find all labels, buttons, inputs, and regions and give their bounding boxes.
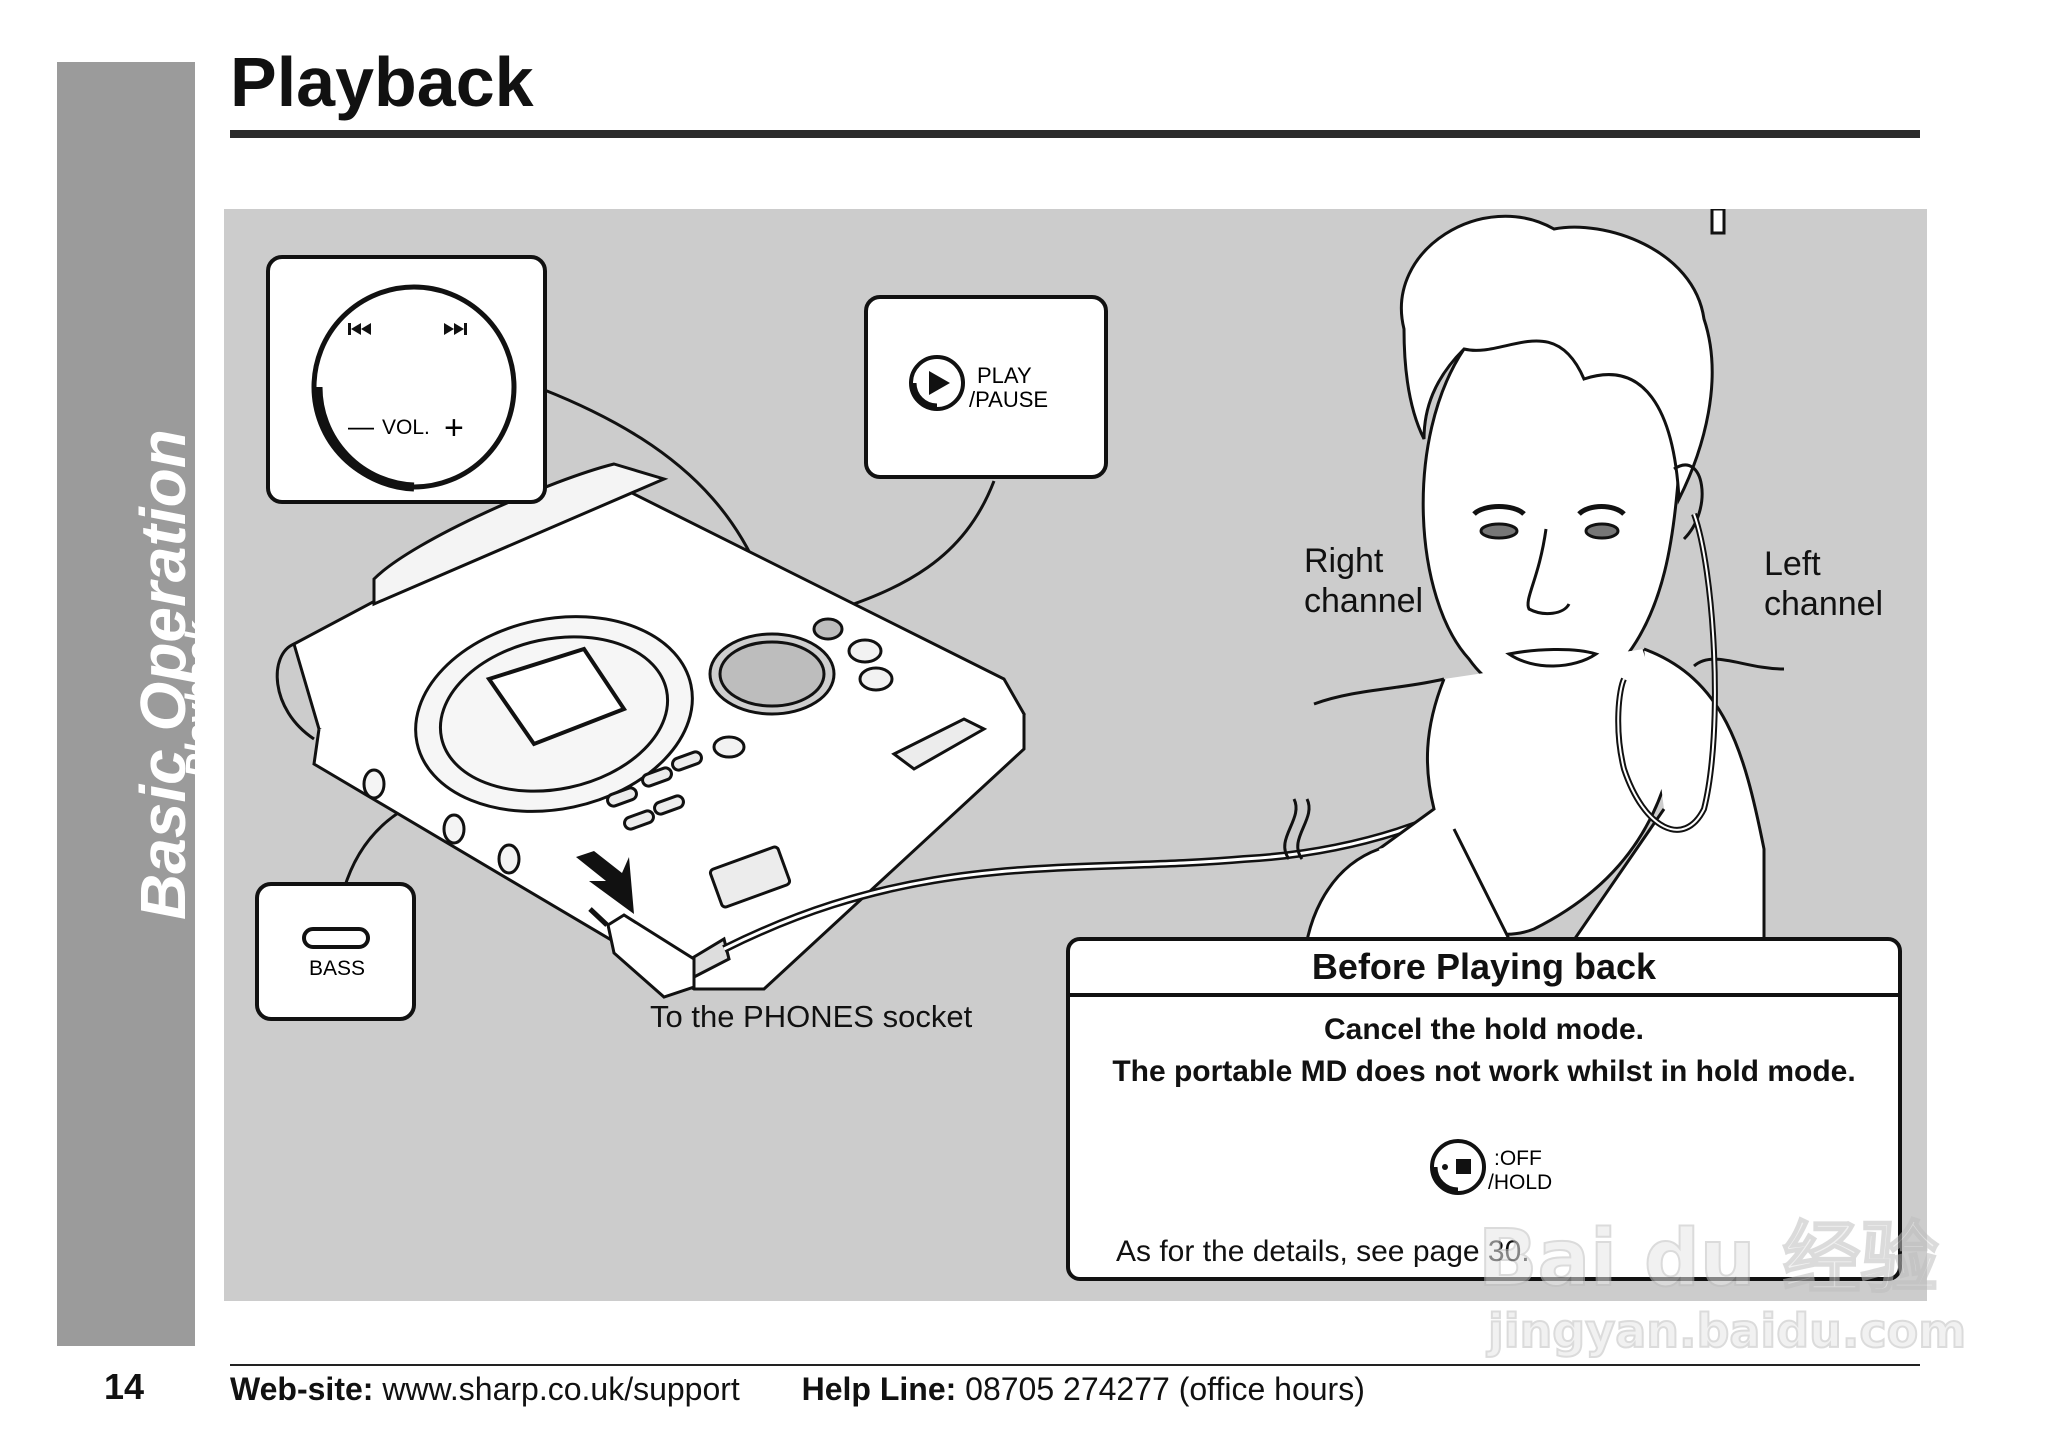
headphone-plug (588, 907, 731, 999)
baidu-watermark: Bai du 经验 jingyan.baidu.com (1477, 1148, 1967, 1378)
section-side-tab (57, 62, 195, 1346)
left-channel-line2: channel (1764, 585, 1884, 623)
before-playing-box: Before Playing back Cancel the hold mode… (1066, 937, 1902, 1281)
info-line-1: Cancel the hold mode. (1323, 1013, 1645, 1046)
website-url[interactable]: www.sharp.co.uk/support (382, 1371, 740, 1407)
left-channel-line1: Left (1764, 545, 1821, 583)
phones-socket-label: To the PHONES socket (650, 999, 973, 1034)
info-line-2: The portable MD does not work whilst in … (1112, 1055, 1856, 1088)
illustration-panel: — VOL. + PLAY /PAUSE BASS (224, 209, 1927, 1301)
socket-arrow-icon (576, 851, 634, 914)
off-label: :OFF (1494, 1147, 1542, 1170)
bass-label: BASS (309, 957, 365, 980)
bass-callout: BASS (255, 882, 416, 1021)
play-leader-line (823, 480, 996, 616)
section-subtitle: -Playback- (178, 609, 219, 790)
title-rule (230, 130, 1920, 138)
watermark-brand: Bai du 经验 (1477, 1213, 1939, 1305)
watermark-url: jingyan.baidu.com (1487, 1303, 1967, 1359)
bass-button-icon (302, 927, 370, 949)
info-footnote: As for the details, see page 30. (1116, 1235, 1530, 1268)
vol-plus-label: + (444, 409, 464, 447)
md-player-drawing (275, 462, 1026, 991)
playback-illustration: — VOL. + PLAY /PAUSE BASS (255, 209, 1785, 1021)
footer-rule (230, 1364, 1920, 1366)
skip-back-icon (348, 323, 371, 335)
listener-drawing (1302, 214, 1785, 971)
right-channel-line2: channel (1304, 582, 1424, 620)
helpline-label: Help Line: (801, 1371, 957, 1407)
play-label: PLAY (977, 363, 1032, 388)
left-channel-label: Left channel (1764, 544, 1883, 624)
footer: Web-site: www.sharp.co.uk/support Help L… (230, 1371, 1365, 1408)
page-number: 14 (104, 1366, 145, 1407)
pause-label: /PAUSE (969, 387, 1048, 412)
skip-forward-icon (444, 323, 467, 335)
page-title: Playback (230, 43, 534, 121)
volume-callout: — VOL. + (266, 255, 547, 504)
website-label: Web-site: (230, 1371, 374, 1407)
info-heading: Before Playing back (1070, 941, 1898, 997)
right-channel-label: Right channel (1304, 541, 1423, 621)
vol-label: VOL. (382, 416, 430, 439)
right-channel-line1: Right (1304, 542, 1384, 580)
hold-label: /HOLD (1488, 1171, 1552, 1194)
play-callout: PLAY /PAUSE (864, 295, 1108, 479)
vol-minus-label: — (348, 411, 374, 441)
stop-hold-icon: :OFF /HOLD (1430, 1139, 1552, 1195)
helpline-number: 08705 274277 (office hours) (965, 1371, 1365, 1407)
